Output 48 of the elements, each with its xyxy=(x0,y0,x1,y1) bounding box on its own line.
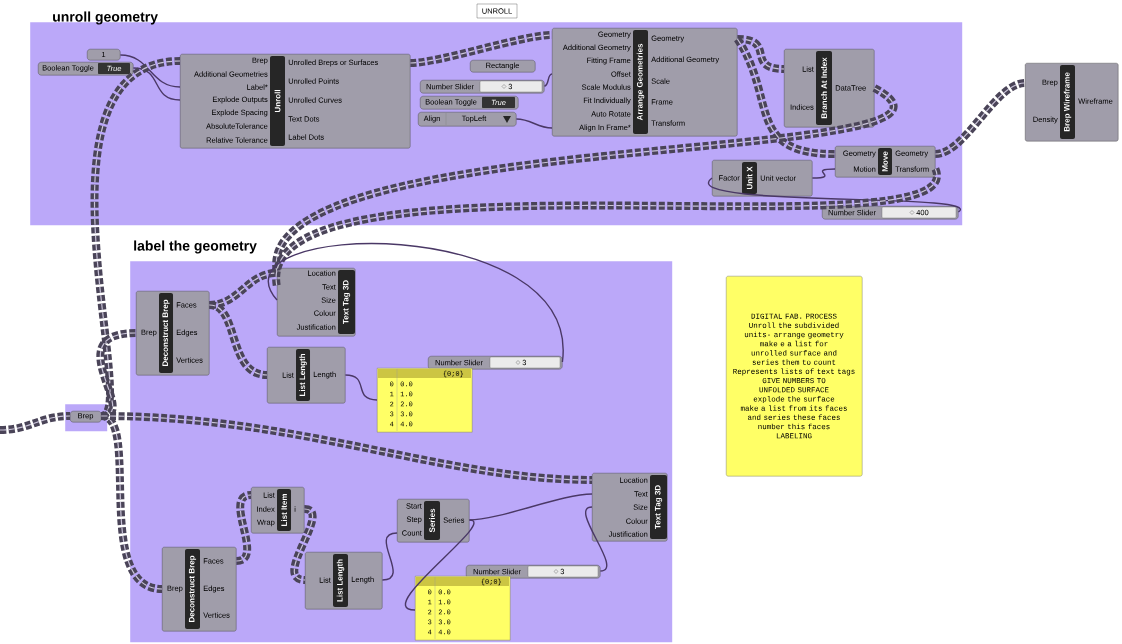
component-title: Deconstruct Brep xyxy=(162,299,170,366)
component-box xyxy=(180,54,411,149)
component-title: Move xyxy=(882,151,888,172)
wire xyxy=(344,374,378,401)
wire xyxy=(811,168,836,179)
component-box xyxy=(305,552,383,610)
component-box xyxy=(552,28,738,137)
wire xyxy=(96,329,137,420)
component-title: Brep Wireframe xyxy=(1063,72,1072,132)
wire xyxy=(934,79,1026,158)
component-title: Unit X xyxy=(746,166,753,190)
wire xyxy=(585,506,608,572)
component-box xyxy=(712,160,813,197)
group-heading: unroll geometry xyxy=(53,11,158,25)
component-box xyxy=(267,347,346,404)
component-box xyxy=(1025,63,1119,142)
component-title: Unroll xyxy=(274,90,281,113)
wire xyxy=(132,67,181,101)
wire xyxy=(404,519,475,611)
component-box xyxy=(251,487,305,534)
component-title: List Length xyxy=(336,559,345,602)
component-box xyxy=(592,473,668,542)
component-box xyxy=(784,49,875,128)
wire xyxy=(708,177,960,213)
component-box xyxy=(397,499,470,543)
component-title: Deconstruct Brep xyxy=(188,555,197,622)
component-title: Text Tag 3D xyxy=(654,485,663,529)
wire xyxy=(119,54,181,88)
component-title: Arrange Geometries xyxy=(636,43,645,121)
wire xyxy=(733,37,836,158)
component-box xyxy=(835,146,936,178)
wire xyxy=(273,85,896,274)
component-title: List Length xyxy=(299,353,307,396)
group-heading: label the geometry xyxy=(134,240,257,254)
wire xyxy=(409,31,553,67)
wire xyxy=(267,243,564,363)
component-title: Series xyxy=(429,508,435,533)
component-box xyxy=(162,547,237,632)
wire xyxy=(290,505,317,584)
wire xyxy=(515,118,553,129)
wire xyxy=(381,532,398,581)
component-box xyxy=(277,268,356,337)
component-title: Branch At Index xyxy=(821,57,827,119)
wire xyxy=(543,73,553,87)
component-box xyxy=(136,291,210,376)
wire xyxy=(273,167,940,288)
component-title: List Item xyxy=(281,494,287,526)
component-title: Text Tag 3D xyxy=(342,280,351,324)
